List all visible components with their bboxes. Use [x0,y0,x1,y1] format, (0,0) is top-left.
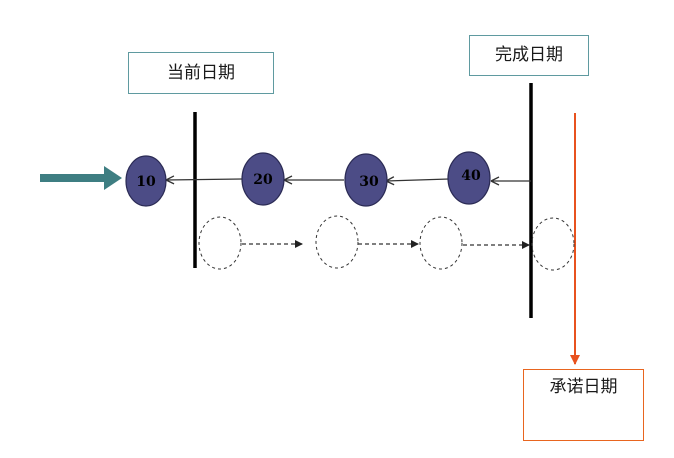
dependency-arrow-40-30 [385,176,450,186]
planned-node-placeholder [198,216,242,270]
activity-node-20: 20 [241,152,285,206]
activity-node-label: 20 [253,172,273,188]
planned-node-placeholder [531,217,575,271]
activity-node-30: 30 [344,153,388,207]
dependency-arrow-20-10 [165,175,243,185]
activity-node-label: 40 [461,168,481,184]
completion-date-label: 完成日期 [469,35,589,76]
activity-node-10: 10 [125,155,167,207]
activity-node-label: 10 [136,174,156,190]
current-date-label: 当前日期 [128,52,274,94]
planned-node-placeholder [315,215,359,269]
entry-arrow [40,166,122,190]
activity-node-40: 40 [447,151,491,205]
commitment-date-label: 承诺日期 [523,369,644,441]
planned-node-placeholder [419,216,463,270]
activity-node-label: 30 [359,174,379,190]
